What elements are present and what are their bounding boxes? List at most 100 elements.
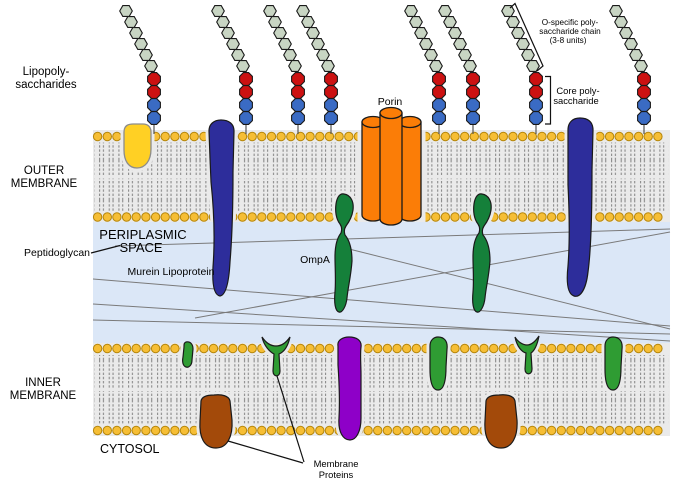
core-saccharide-unit bbox=[529, 98, 543, 112]
lipid-head bbox=[315, 131, 325, 142]
core-saccharide-unit bbox=[432, 72, 446, 86]
lipid-head bbox=[363, 425, 373, 436]
lipid-head bbox=[286, 131, 296, 142]
o-specific-unit bbox=[609, 5, 623, 17]
membrane-proteins-pointer-2 bbox=[276, 375, 305, 463]
core-saccharide-unit bbox=[291, 72, 305, 86]
lipid-head bbox=[440, 425, 451, 436]
o-specific-unit bbox=[526, 60, 540, 72]
lipid-head bbox=[411, 425, 422, 436]
lipid-head bbox=[266, 212, 277, 222]
lipid-head bbox=[102, 131, 113, 142]
lipid-head bbox=[92, 425, 103, 436]
peptidoglycan-strand bbox=[340, 246, 671, 330]
membrane-protein-purple bbox=[337, 336, 362, 441]
core-saccharide-unit bbox=[637, 98, 651, 112]
lipid-head bbox=[266, 425, 277, 436]
o-specific-unit bbox=[144, 60, 158, 72]
core-polysaccharide-label: saccharide bbox=[553, 95, 598, 106]
lipid-head bbox=[498, 343, 508, 354]
peptidoglycan-label: Peptidoglycan bbox=[24, 247, 90, 259]
lipid-head bbox=[179, 212, 190, 222]
core-saccharide-unit bbox=[324, 72, 338, 86]
lipid-head bbox=[160, 131, 170, 142]
lipid-head bbox=[643, 212, 653, 222]
lipid-head bbox=[218, 343, 228, 354]
o-specific-unit bbox=[129, 27, 143, 39]
lipid-head bbox=[595, 212, 605, 222]
o-specific-unit bbox=[501, 5, 515, 17]
lipid-head bbox=[604, 212, 615, 222]
porin-label: Porin bbox=[378, 96, 403, 108]
o-specific-unit bbox=[236, 60, 250, 72]
core-saccharide-unit bbox=[432, 85, 446, 99]
o-specific-chain-label: saccharide chain bbox=[539, 27, 601, 36]
ompa-label: OmpA bbox=[300, 254, 330, 266]
lipid-head bbox=[257, 212, 267, 222]
lipid-head bbox=[373, 343, 383, 354]
lipid-head bbox=[189, 212, 199, 222]
lipid-head bbox=[460, 131, 470, 142]
lipid-head bbox=[305, 425, 315, 436]
lipid-head bbox=[537, 212, 547, 222]
lipid-head bbox=[237, 343, 248, 354]
o-specific-unit bbox=[306, 27, 320, 39]
lipid-head bbox=[121, 343, 132, 354]
o-specific-unit bbox=[409, 16, 423, 28]
lipid-head bbox=[305, 343, 315, 354]
core-saccharide-unit bbox=[529, 85, 543, 99]
lipid-head bbox=[150, 343, 161, 354]
core-saccharide-unit bbox=[466, 98, 480, 112]
lipid-head bbox=[102, 425, 113, 436]
lipid-head bbox=[247, 212, 257, 222]
o-specific-unit bbox=[139, 49, 153, 61]
lipid-head bbox=[237, 212, 248, 222]
lipid-head bbox=[334, 131, 344, 142]
o-specific-unit bbox=[296, 5, 310, 17]
lipopolysaccharides-label: saccharides bbox=[15, 79, 77, 91]
o-specific-chain-label: O-specific poly- bbox=[542, 18, 599, 27]
core-saccharide-unit bbox=[637, 85, 651, 99]
lipid-head bbox=[595, 131, 605, 142]
cytosol-label: CYTOSOL bbox=[100, 442, 160, 456]
lipid-head bbox=[643, 343, 653, 354]
lipid-head bbox=[643, 131, 653, 142]
lipid-head bbox=[653, 343, 663, 354]
lipid-head bbox=[431, 131, 441, 142]
o-specific-unit bbox=[404, 5, 418, 17]
lipid-head bbox=[585, 425, 595, 436]
core-saccharide-unit bbox=[637, 111, 651, 125]
inner-membrane-label: INNER bbox=[25, 377, 61, 389]
core-saccharide-unit bbox=[239, 72, 253, 86]
lipid-head bbox=[450, 425, 460, 436]
lipid-head bbox=[517, 131, 528, 142]
o-specific-unit bbox=[311, 38, 325, 50]
lipid-head bbox=[624, 131, 634, 142]
lipid-head bbox=[266, 131, 277, 142]
core-saccharide-unit bbox=[529, 72, 543, 86]
o-specific-chain-label: (3-8 units) bbox=[550, 36, 587, 45]
lipid-head bbox=[199, 343, 209, 354]
lipid-head bbox=[537, 131, 547, 142]
lipid-head bbox=[102, 212, 113, 222]
lipid-head bbox=[295, 212, 306, 222]
core-saccharide-unit bbox=[147, 72, 161, 86]
lipid-head bbox=[315, 212, 325, 222]
core-saccharide-unit bbox=[239, 111, 253, 125]
lipid-head bbox=[150, 425, 161, 436]
lipid-head bbox=[131, 425, 141, 436]
lipid-head bbox=[170, 425, 180, 436]
lipid-head bbox=[653, 131, 663, 142]
lipid-head bbox=[247, 425, 257, 436]
lipid-head bbox=[276, 212, 286, 222]
membrane-protein-green-drop-2 bbox=[604, 336, 623, 391]
lipid-head bbox=[546, 425, 557, 436]
core-saccharide-unit bbox=[291, 98, 305, 112]
lipid-head bbox=[460, 343, 470, 354]
outer-membrane-label: MEMBRANE bbox=[11, 178, 78, 190]
lipid-head bbox=[556, 212, 566, 222]
lipid-head bbox=[102, 343, 113, 354]
lipid-head bbox=[450, 131, 460, 142]
lipid-head bbox=[421, 425, 431, 436]
